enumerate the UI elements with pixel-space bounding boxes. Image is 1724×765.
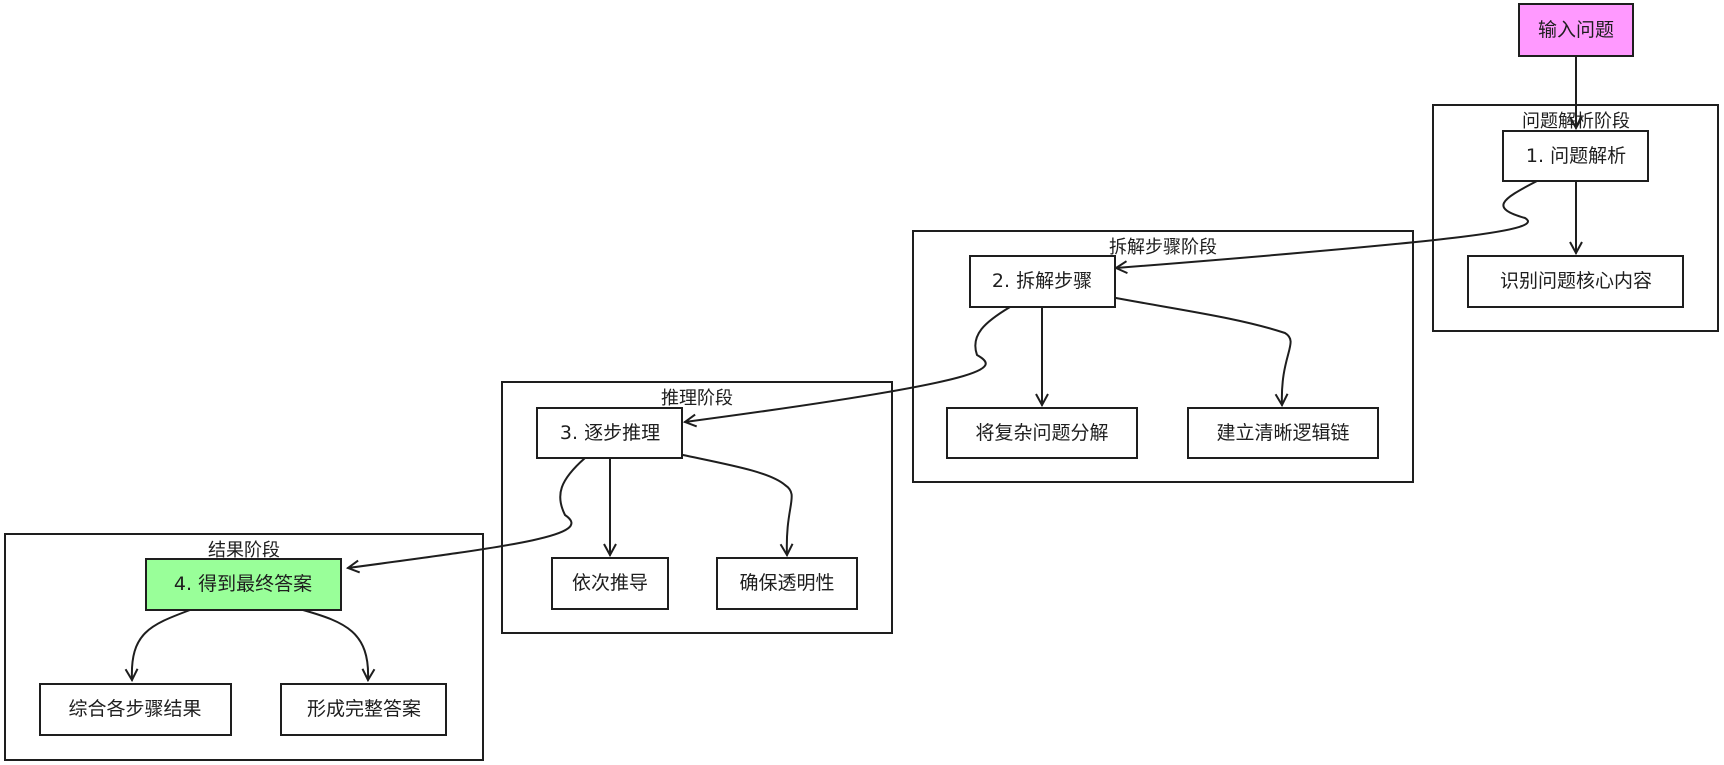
node-form-answer[interactable]: 形成完整答案 (280, 683, 447, 736)
node-identify-core[interactable]: 识别问题核心内容 (1467, 255, 1684, 308)
node-split-complex-label: 将复杂问题分解 (975, 422, 1108, 444)
node-split-complex[interactable]: 将复杂问题分解 (946, 407, 1138, 459)
node-input-label: 输入问题 (1538, 19, 1614, 41)
group-decompose-stage: 拆解步骤阶段 (912, 230, 1414, 483)
group-result-stage: 结果阶段 (4, 533, 484, 761)
node-combine-results-label: 综合各步骤结果 (68, 698, 201, 720)
node-derive-sequential-label: 依次推导 (572, 572, 648, 594)
node-ensure-transparency[interactable]: 确保透明性 (716, 557, 858, 610)
group-label-reason-stage: 推理阶段 (661, 388, 733, 409)
group-label-decompose-stage: 拆解步骤阶段 (1109, 237, 1217, 258)
node-combine-results[interactable]: 综合各步骤结果 (39, 683, 232, 736)
group-label-result-stage: 结果阶段 (208, 540, 280, 561)
node-step1-label: 1. 问题解析 (1526, 145, 1626, 167)
edge-step3-to-step4 (348, 457, 586, 568)
edge-step4-to-combine (132, 609, 191, 680)
edge-step2-to-step3 (685, 306, 1011, 422)
node-step2-decompose[interactable]: 2. 拆解步骤 (969, 255, 1116, 308)
node-ensure-transparency-label: 确保透明性 (739, 572, 834, 594)
node-step2-label: 2. 拆解步骤 (992, 270, 1092, 292)
node-step4-label: 4. 得到最终答案 (174, 573, 312, 595)
node-identify-core-label: 识别问题核心内容 (1500, 270, 1652, 292)
node-input[interactable]: 输入问题 (1518, 3, 1634, 57)
edge-step1-to-step2 (1116, 180, 1538, 268)
group-reason-stage: 推理阶段 (501, 381, 893, 634)
node-step4-final-answer[interactable]: 4. 得到最终答案 (145, 558, 342, 611)
edge-step2-to-build-chain (1115, 297, 1292, 405)
edge-step4-to-form-answer (302, 609, 368, 680)
node-step3-reasoning[interactable]: 3. 逐步推理 (536, 407, 683, 459)
node-derive-sequential[interactable]: 依次推导 (551, 557, 669, 610)
edge-step3-to-ensure (682, 454, 792, 555)
node-form-answer-label: 形成完整答案 (307, 698, 421, 720)
node-step3-label: 3. 逐步推理 (560, 422, 660, 444)
node-build-chain[interactable]: 建立清晰逻辑链 (1187, 407, 1379, 459)
node-step1-problem-parse[interactable]: 1. 问题解析 (1502, 130, 1649, 182)
edges (132, 55, 1576, 680)
node-build-chain-label: 建立清晰逻辑链 (1216, 422, 1349, 444)
